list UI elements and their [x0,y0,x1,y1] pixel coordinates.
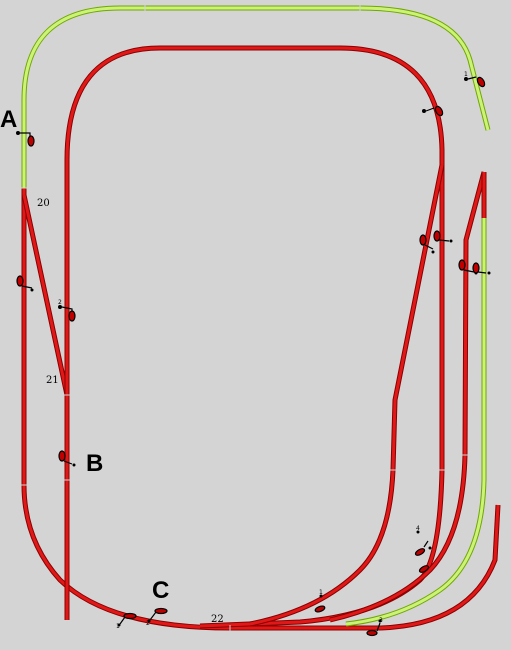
block-label-22: 22 [211,614,224,625]
crossover-20-21[interactable] [21,194,70,396]
right-free-track[interactable] [345,218,487,627]
outer-loop-left-segment[interactable] [21,188,501,631]
signal-a[interactable] [16,131,35,147]
signal-number: 4 [416,525,420,532]
signal-lower-right-1[interactable]: 4 [414,525,429,557]
signal-c-2[interactable]: 1 [116,612,137,631]
signal-top-right-1[interactable]: 1 [464,71,486,88]
signal-number: 2 [146,620,150,627]
signal-right-mid-2[interactable] [433,230,453,243]
right-inner-track[interactable] [329,171,487,623]
signal-left-1[interactable] [16,275,34,292]
block-label-20: 20 [37,198,50,209]
point-label-b: B [86,450,103,477]
signal-left-2[interactable]: 2 [58,299,76,322]
signal-number: 1 [464,71,468,78]
signal-c-1[interactable]: 2 [146,607,168,628]
point-label-c: C [152,577,169,604]
signal-b[interactable] [58,450,76,467]
signal-bottom-right[interactable]: 3 [366,617,383,637]
signal-right-mid-1[interactable] [419,234,435,254]
inner-loop[interactable] [64,45,445,629]
signal-lower-right-2[interactable] [418,546,432,574]
signal-top-right-2[interactable] [422,105,444,117]
track-joints [21,5,468,631]
signal-number: 2 [58,299,62,306]
signal-number: 3 [379,617,383,624]
block-label-21: 21 [46,375,59,386]
signal-number: 1 [319,589,323,596]
signal-right-mid-4[interactable] [472,262,491,275]
right-siding-diagonal[interactable] [249,164,445,627]
point-label-a: A [0,106,17,133]
outer-loop-top-segment[interactable] [21,5,491,188]
signal-bottom-mid[interactable]: 1 [314,589,326,613]
signal-number: 1 [116,623,120,630]
